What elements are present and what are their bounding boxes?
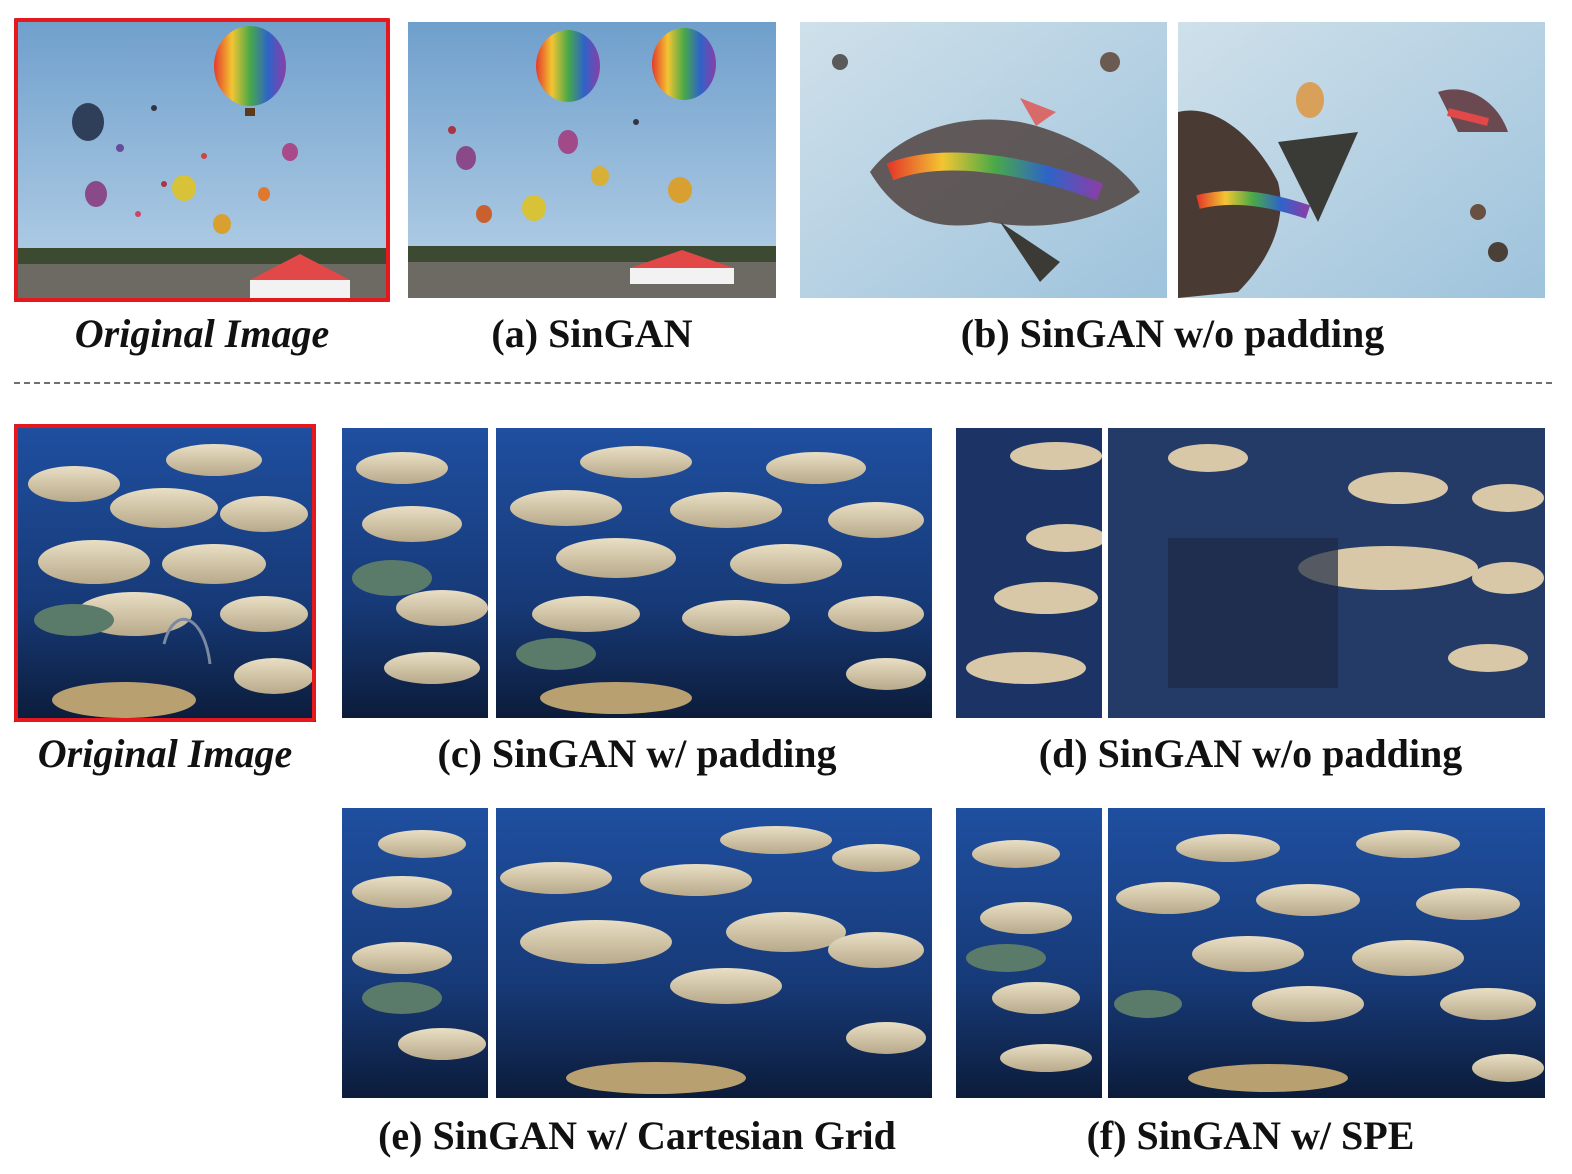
singan-no-padding-fish-narrow bbox=[956, 428, 1102, 718]
singan-no-padding-balloons-output-2 bbox=[1178, 22, 1545, 298]
singan-balloons-output bbox=[408, 22, 776, 298]
singan-no-padding-balloons-output-1 bbox=[800, 22, 1167, 298]
caption-c: (c) SinGAN w/ padding bbox=[437, 731, 837, 776]
caption-e: (e) SinGAN w/ Cartesian Grid bbox=[378, 1113, 896, 1158]
caption-f: (f) SinGAN w/ SPE bbox=[1086, 1113, 1415, 1158]
caption-original-image-top: Original Image bbox=[74, 311, 330, 356]
singan-spe-fish-narrow bbox=[956, 808, 1102, 1098]
singan-spe-fish-wide bbox=[1108, 808, 1545, 1098]
caption-original-image-bottom: Original Image bbox=[37, 731, 293, 776]
original-image-balloons bbox=[14, 18, 390, 302]
singan-cartesian-grid-fish-narrow bbox=[342, 808, 488, 1098]
singan-cartesian-grid-fish-wide bbox=[496, 808, 932, 1098]
singan-padding-fish-wide bbox=[496, 428, 932, 718]
original-fish-highlight-frame bbox=[14, 424, 316, 722]
singan-no-padding-fish-wide bbox=[1108, 428, 1545, 718]
singan-padding-fish-narrow bbox=[342, 428, 488, 718]
original-image-fish bbox=[14, 424, 316, 722]
caption-a: (a) SinGAN bbox=[491, 311, 693, 356]
original-image-highlight-frame bbox=[14, 18, 390, 302]
caption-b: (b) SinGAN w/o padding bbox=[960, 311, 1385, 356]
caption-d: (d) SinGAN w/o padding bbox=[1038, 731, 1463, 776]
section-divider bbox=[14, 382, 1552, 384]
